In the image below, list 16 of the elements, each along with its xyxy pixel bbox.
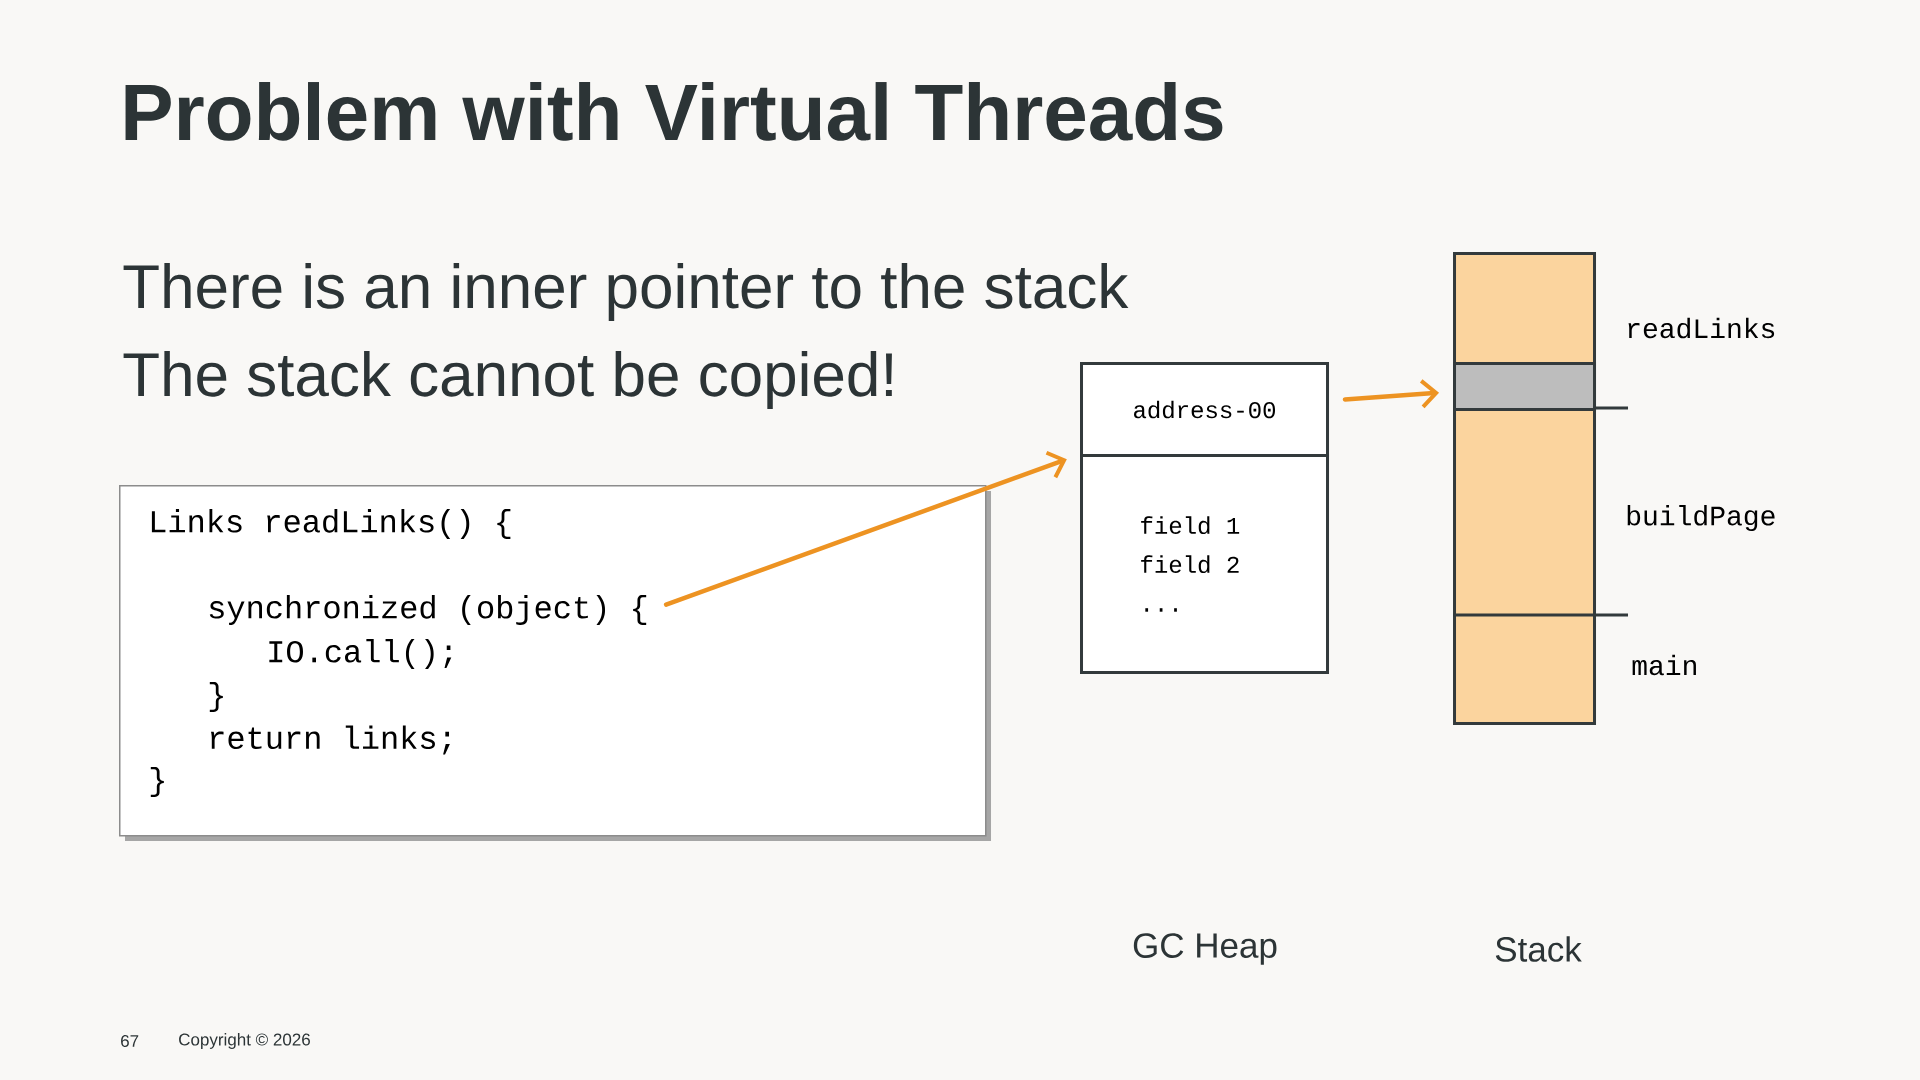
stack-column (1453, 252, 1596, 725)
arrow (663, 450, 1067, 607)
slide-title: Problem with Virtual Threads (125, 82, 1223, 141)
subtitle: The stack cannot be copied! (123, 351, 892, 409)
copyright-notice: Copyright © 2026 (179, 1033, 310, 1049)
section-label: GC Heap (1133, 933, 1277, 965)
section-label: Stack (1495, 936, 1582, 962)
frame-label: main (1632, 654, 1696, 676)
header-cell: address-00 (1080, 362, 1329, 457)
subtitle: There is an inner pointer to the stack (123, 263, 1129, 321)
frame-label: readLinks (1628, 317, 1775, 339)
arrow (1342, 379, 1440, 409)
page-number: 67 (121, 1035, 139, 1048)
pointer-slot (1453, 362, 1596, 411)
code-line: synchronized (object) { (209, 595, 647, 625)
frame-label: buildPage (1627, 505, 1775, 532)
